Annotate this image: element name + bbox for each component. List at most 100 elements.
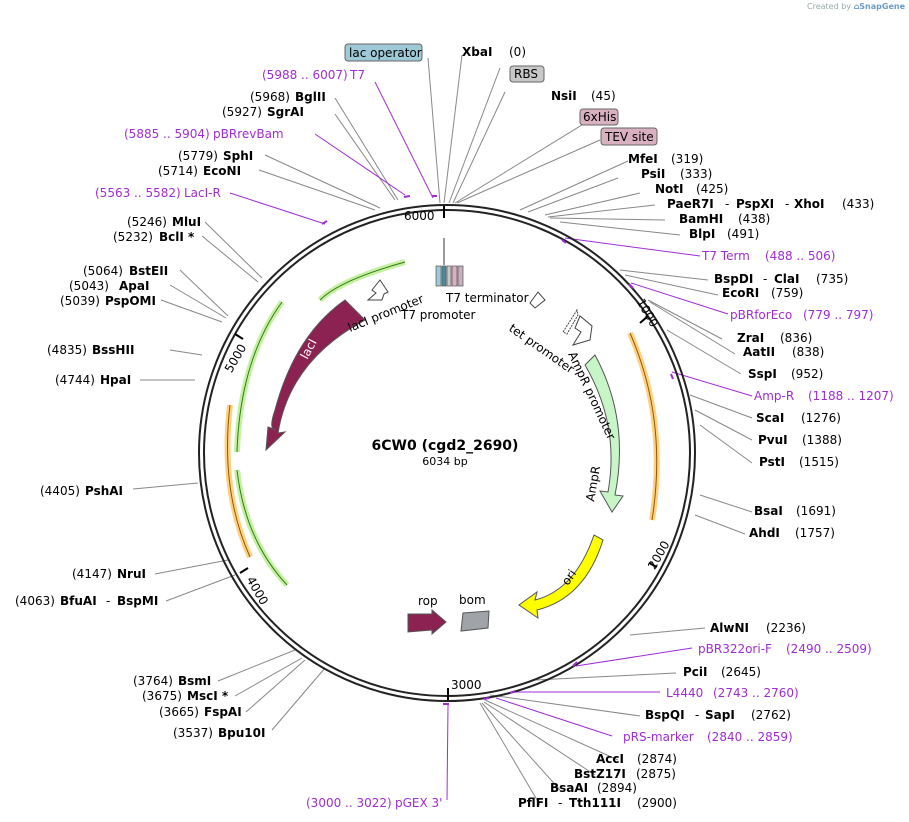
primer-pgex3-pos: (3000 .. 3022) [306,796,392,810]
site-mfei[interactable]: MfeI [628,152,658,166]
site-hpai[interactable]: HpaI [100,373,131,387]
site-ecori[interactable]: EcoRI [722,286,759,300]
site-econi[interactable]: EcoNI [203,164,241,178]
site-bpu10i[interactable]: Bpu10I [218,726,265,740]
site-msci[interactable]: MscI * [187,689,229,703]
primer-leaders [229,81,753,801]
site-bspdi[interactable]: BspDI [714,272,753,286]
site-bsaai[interactable]: BsaAI [550,781,588,795]
site-bspqi[interactable]: BspQI [645,708,685,722]
ori-arrow [518,534,604,620]
primer-arc-lower [234,469,290,588]
lac-operator-label: lac operator [349,46,422,60]
site-apai[interactable]: ApaI [119,279,149,293]
site-psii[interactable]: PsiI [641,167,665,181]
lac-operator-mark [435,265,442,287]
site-blpi[interactable]: BlpI [689,227,715,241]
site-sphi[interactable]: SphI [223,149,253,163]
site-pflfi-sep: - [558,796,562,810]
site-mlui[interactable]: MluI [172,215,201,229]
site-bamhi[interactable]: BamHI [679,212,723,226]
site-nrui[interactable]: NruI [117,567,146,581]
site-bsteii[interactable]: BstEII [129,264,168,278]
site-sgrai[interactable]: SgrAI [267,105,304,119]
primer-pgex3[interactable]: pGEX 3' [395,796,442,810]
site-zrai-pos: (836) [780,331,812,345]
primer-ampr[interactable]: Amp-R [754,389,794,403]
site-bglii[interactable]: BglII [295,90,326,104]
primer-pbr322ori[interactable]: pBR322ori-F [698,642,772,656]
rop-label: rop [418,594,438,608]
site-acci[interactable]: AccI [596,752,624,766]
site-pcii[interactable]: PciI [683,665,708,679]
site-pspomi-pos: (5039) [60,294,100,308]
site-sphi-pos: (5779) [178,149,218,163]
site-apai-pos: (5043) [69,279,109,293]
site-bsaai-pos: (2894) [597,781,637,795]
site-scai[interactable]: ScaI [756,411,784,425]
tick-5000: 5000 [222,342,249,375]
tev-box [600,127,658,146]
site-bcli-pos: (5232) [113,230,153,244]
his-mark [451,265,458,287]
primer-prsmarker-pos: (2840 .. 2859) [707,730,793,744]
site-paer7i[interactable]: PaeR7I [667,197,714,211]
ampr-promoter-arrow [571,315,593,346]
primer-arc-laci [317,259,406,303]
site-fspai[interactable]: FspAI [204,705,242,719]
site-pcii-pos: (2645) [721,665,761,679]
site-hpai-pos: (4744) [55,373,95,387]
site-bspqi-sep: - [695,708,699,722]
site-acci-pos: (2874) [637,752,677,766]
site-bsteii-pos: (5064) [83,264,123,278]
primer-t7term[interactable]: T7 Term [701,249,750,263]
laci-arrow [265,299,366,452]
his-label: 6xHis [583,110,616,124]
site-zrai[interactable]: ZraI [737,331,764,345]
rbs-label: RBS [514,67,538,81]
site-bfuai[interactable]: BfuAI [60,594,97,608]
lac-operator-box [344,43,423,62]
site-sgrai-pos: (5927) [222,105,262,119]
site-bstz17i[interactable]: BstZ17I [574,767,626,781]
site-xhoi[interactable]: XhoI [794,197,825,211]
site-sspi[interactable]: SspI [748,367,777,381]
laci-promoter-arrow [366,279,389,301]
site-sapi[interactable]: SapI [705,708,735,722]
site-bsshii[interactable]: BssHII [92,343,134,357]
site-bsmi[interactable]: BsmI [178,674,211,688]
primer-pbrrevbam[interactable]: pBRrevBam [213,127,284,141]
primer-l4440[interactable]: L4440 [666,686,703,700]
tev-label: TEV site [604,130,654,144]
site-econi-pos: (5714) [158,164,198,178]
primer-arc-laci-line [319,261,406,301]
site-blpi-pos: (491) [727,227,759,241]
site-ahdi[interactable]: AhdI [749,526,780,540]
site-clai[interactable]: ClaI [774,272,799,286]
site-tth111i[interactable]: Tth111I [569,796,621,810]
rbs-mark [446,265,452,287]
primer-pbrforeco[interactable]: pBRforEco [730,308,792,322]
site-noti[interactable]: NotI [655,182,684,196]
site-bsai[interactable]: BsaI [754,504,783,518]
primer-prsmarker[interactable]: pRS-marker [623,730,694,744]
primer-pbr322ori-pos: (2490 .. 2509) [786,642,872,656]
primer-t7[interactable]: T7 [349,68,365,82]
site-pflfi[interactable]: PflFI [518,796,548,810]
site-pspomi[interactable]: PspOMI [105,294,156,308]
primer-lacir[interactable]: LacI-R [184,186,221,200]
site-psti[interactable]: PstI [759,455,785,469]
site-pvui[interactable]: PvuI [758,433,788,447]
site-alwni[interactable]: AlwNI [710,621,749,635]
site-bcli[interactable]: BclI * [159,230,195,244]
site-pshai[interactable]: PshAI [85,484,123,498]
site-pspxi[interactable]: PspXI [736,197,774,211]
site-xbai[interactable]: XbaI [462,45,492,59]
bom-box [460,610,490,632]
site-nrui-pos: (4147) [72,567,112,581]
t7-promoter-mark [441,265,447,287]
site-bspmi[interactable]: BspMI [117,594,158,608]
site-aatii[interactable]: AatII [743,345,775,359]
site-nsii[interactable]: NsiI [551,89,577,103]
tick-3000: 3000 [451,678,482,692]
